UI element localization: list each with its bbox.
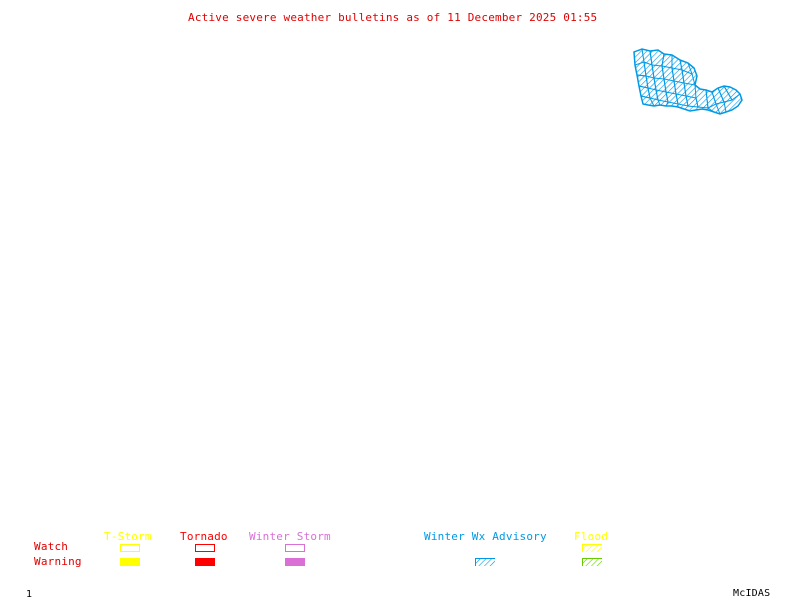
legend-header-flood: Flood: [574, 530, 609, 543]
tornado-watch-swatch: [195, 544, 215, 552]
flood-warning-swatch: [582, 558, 602, 566]
tstorm-watch-swatch: [120, 544, 140, 552]
legend-header-winter-storm: Winter Storm: [249, 530, 331, 543]
map-area: [0, 30, 800, 520]
winter-storm-watch-swatch: [285, 544, 305, 552]
flood-watch-swatch: [582, 544, 602, 552]
map-canvas: [633, 48, 743, 115]
winter-wx-advisory-swatch: [475, 558, 495, 566]
legend-header-winter-wx-advisory: Winter Wx Advisory: [424, 530, 547, 543]
legend-header-tornado: Tornado: [180, 530, 228, 543]
advisory-zone-outlines: [634, 48, 741, 115]
frame-number: 1: [26, 589, 33, 600]
winter-storm-warning-swatch: [285, 558, 305, 566]
tstorm-warning-swatch: [120, 558, 140, 566]
legend-header-tstorm: T-Storm: [104, 530, 152, 543]
tornado-warning-swatch: [195, 558, 215, 566]
legend-warning-label: Warning: [34, 555, 82, 568]
bulletin-title: Active severe weather bulletins as of 11…: [188, 11, 598, 24]
mcidas-label: McIDAS: [733, 588, 771, 599]
winter-wx-advisory-area[interactable]: [633, 48, 743, 115]
legend-watch-label: Watch: [34, 540, 69, 553]
advisory-polygon-main[interactable]: [633, 48, 743, 115]
